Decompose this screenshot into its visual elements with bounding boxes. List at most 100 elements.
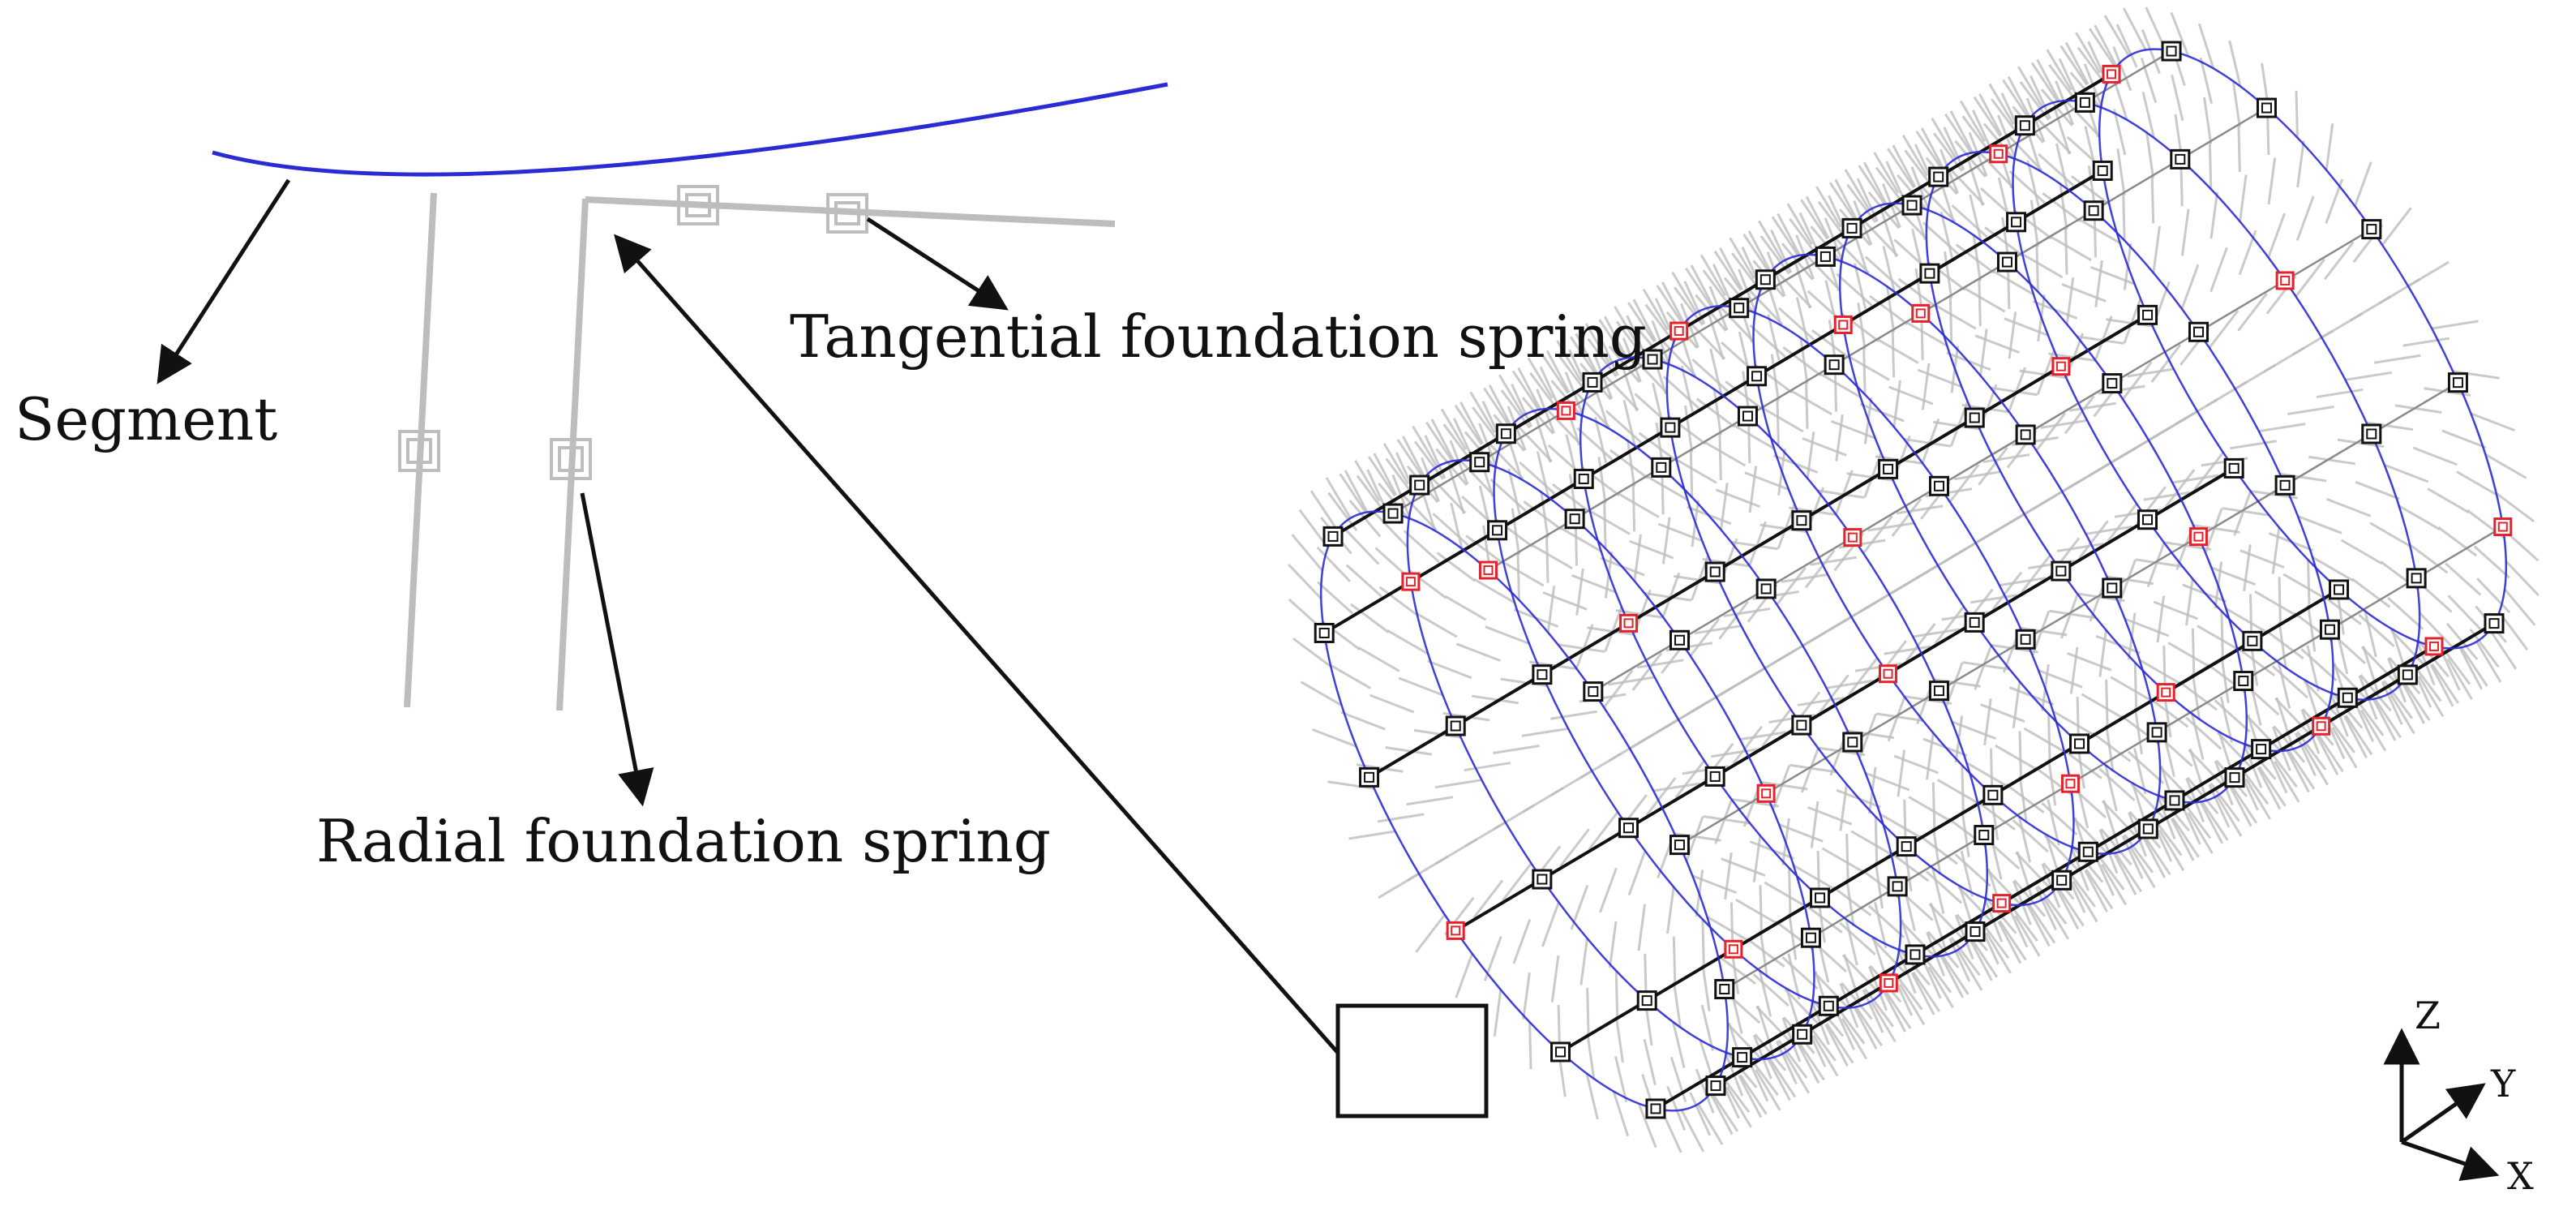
black-node-icon: [1928, 166, 1949, 187]
foundation-spring: [1912, 971, 1941, 1012]
foundation-spring: [2133, 707, 2143, 755]
foundation-spring: [2296, 140, 2305, 188]
foundation-spring: [1631, 484, 1636, 532]
foundation-spring: [2049, 609, 2096, 620]
foundation-spring: [1817, 489, 1865, 499]
foundation-spring: [1759, 523, 1807, 534]
foundation-spring: [2007, 75, 2032, 119]
foundation-spring: [2170, 818, 2195, 861]
foundation-spring: [1636, 659, 1684, 669]
foundation-spring: [2052, 710, 2094, 736]
foundation-spring: [2441, 429, 2487, 449]
foundation-spring: [2360, 709, 2387, 752]
foundation-spring: [2040, 419, 2088, 429]
foundation-spring: [1469, 391, 1496, 434]
foundation-spring: [2196, 625, 2239, 650]
foundation-spring: [1782, 346, 1822, 377]
black-node-icon: [2170, 148, 2191, 170]
foundation-spring: [1357, 646, 1400, 672]
red-node-icon: [1478, 560, 1498, 580]
foundation-spring: [1904, 438, 1952, 448]
foundation-spring: [1672, 981, 1682, 1029]
lining-ring: [1579, 356, 1989, 958]
foundation-spring: [1666, 887, 1675, 934]
foundation-spring: [1871, 937, 1905, 973]
foundation-spring: [1886, 148, 1915, 189]
foundation-spring: [1908, 796, 1951, 822]
foundation-spring: [2340, 539, 2383, 565]
foundation-spring: [1795, 1041, 1820, 1084]
black-node-icon: [2137, 818, 2158, 839]
foundation-spring: [2197, 23, 2215, 69]
foundation-spring: [1862, 347, 1867, 395]
foundation-spring: [2274, 697, 2309, 733]
foundation-spring: [1608, 921, 1618, 968]
foundation-spring: [2072, 880, 2098, 923]
foundation-spring: [2323, 241, 2355, 281]
foundation-spring: [2355, 480, 2400, 500]
foundation-spring: [2078, 520, 2109, 560]
foundation-spring: [1955, 243, 1995, 274]
tangential-spring-label: Tangential foundation spring: [790, 303, 1647, 371]
foundation-spring: [2390, 629, 2424, 665]
black-node-icon: [1824, 354, 1845, 376]
foundation-spring: [1412, 425, 1438, 468]
black-node-icon: [2077, 841, 2098, 862]
foundation-spring: [1459, 401, 1484, 444]
black-node-icon: [1755, 578, 1777, 599]
foundation-spring: [2038, 152, 2075, 187]
foundation-spring: [2063, 749, 2102, 779]
black-node-icon: [2337, 687, 2358, 708]
foundation-spring: [1367, 456, 1396, 497]
foundation-spring: [2331, 726, 2358, 769]
foundation-spring: [1758, 220, 1785, 262]
foundation-spring: [2358, 613, 2395, 647]
foundation-spring: [2282, 573, 2325, 599]
foundation-spring: [1448, 468, 1465, 514]
foundation-spring: [1637, 1103, 1657, 1148]
foundation-spring: [1948, 296, 1953, 344]
foundation-spring: [1559, 828, 1590, 868]
foundation-spring: [1951, 204, 1988, 238]
foundation-spring: [1789, 763, 1837, 774]
foundation-spring: [1559, 526, 1602, 552]
foundation-spring: [1755, 1005, 1790, 1041]
foundation-spring: [1327, 780, 1375, 790]
foundation-spring: [1845, 919, 1858, 966]
foundation-spring: [1857, 303, 1867, 350]
foundation-spring: [2402, 337, 2450, 347]
foundation-spring: [1954, 853, 1991, 887]
foundation-spring: [1575, 568, 1584, 616]
red-node-icon: [1756, 784, 1776, 803]
foundation-spring: [2210, 566, 2257, 586]
foundation-spring: [1584, 323, 1611, 365]
foundation-spring: [1415, 913, 1447, 953]
foundation-spring: [1689, 1092, 1712, 1136]
foundation-spring: [1759, 885, 1763, 933]
foundation-spring: [1858, 165, 1887, 206]
foundation-spring: [2398, 504, 2441, 530]
foundation-spring: [1387, 629, 1429, 655]
foundation-spring: [1803, 903, 1843, 934]
black-node-icon: [2406, 568, 2427, 589]
foundation-spring: [1656, 285, 1685, 326]
foundation-spring: [1292, 637, 1332, 668]
foundation-spring: [2418, 675, 2445, 717]
foundation-spring: [1709, 348, 1723, 395]
foundation-spring: [2235, 646, 2276, 677]
segment-curve: [212, 82, 1168, 177]
black-node-icon: [1322, 526, 1344, 547]
black-node-icon: [1705, 1075, 1726, 1097]
foundation-spring: [1731, 540, 1778, 551]
foundation-spring: [2100, 863, 2128, 906]
foundation-spring: [1523, 500, 1562, 531]
foundation-spring: [1972, 234, 1982, 281]
foundation-spring: [1629, 539, 1674, 560]
foundation-spring: [1547, 409, 1582, 445]
tangential-arrow: [866, 217, 1009, 311]
foundation-spring: [1890, 852, 1930, 882]
foundation-spring: [1586, 1033, 1596, 1080]
foundation-spring: [1644, 592, 1692, 602]
foundation-spring: [1617, 492, 1660, 518]
